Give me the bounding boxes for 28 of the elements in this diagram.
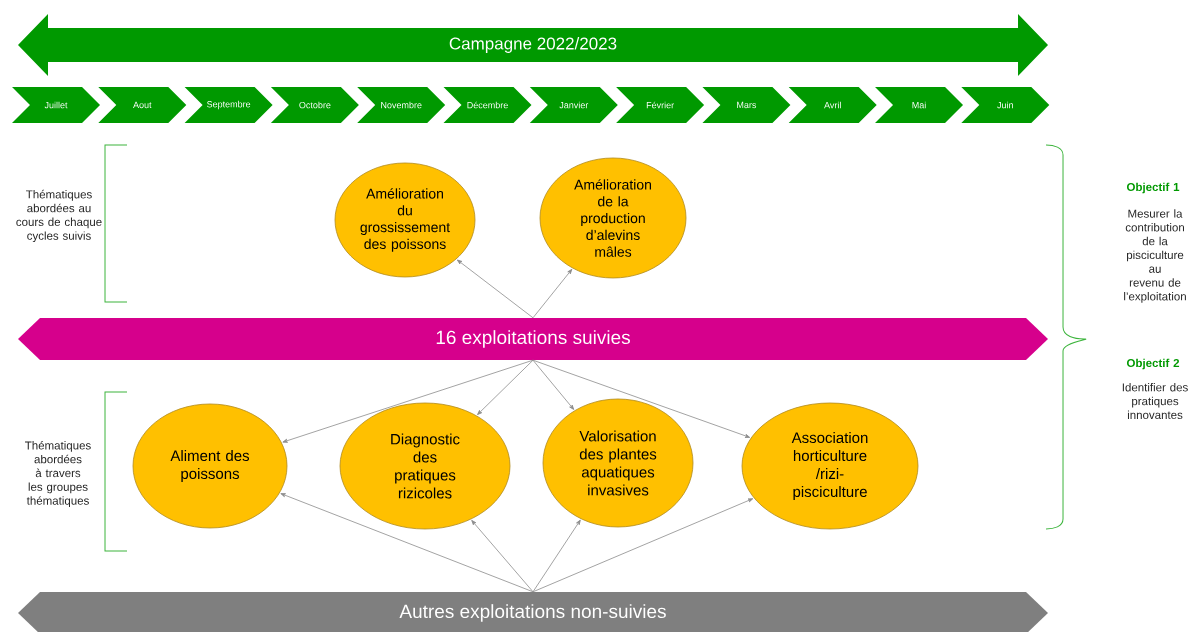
objective-heading: Objectif 1 [1126, 182, 1180, 194]
arrow [282, 359, 534, 443]
arrow [477, 359, 534, 416]
month-banner: Avril [788, 87, 877, 123]
side-note: Thématiques abordées au cours de chaque cycles suivis [16, 189, 102, 243]
side-note: Identifier des pratiques innovantes [1122, 383, 1188, 419]
month-banner: Octobre [270, 87, 359, 123]
objective-heading: Objectif 2 [1126, 358, 1180, 370]
arrow [471, 519, 534, 593]
arrow [532, 519, 581, 593]
month-banner: Septembre [184, 87, 273, 123]
month-banner: Mars [702, 87, 791, 123]
month-banner: Décembre [443, 87, 532, 123]
arrow [532, 359, 575, 410]
side-note: Thématiques abordées à travers les groupes thématiques [25, 440, 91, 507]
month-banner: Aout [98, 87, 187, 123]
month-banner: Novembre [357, 87, 446, 123]
month-banner: Janvier [529, 87, 618, 123]
arrow [532, 498, 754, 593]
arrow [456, 259, 534, 319]
arrow [280, 493, 534, 593]
month-banner: Juillet [12, 87, 100, 123]
month-banner: Février [616, 87, 705, 123]
arrow [532, 268, 573, 319]
arrow [532, 359, 751, 438]
month-banner: Juin [961, 87, 1050, 123]
side-note: Mesurer la contribution de la pisciculture au revenu de l’exploitation [1124, 209, 1186, 303]
month-banner: Mai [875, 87, 963, 123]
